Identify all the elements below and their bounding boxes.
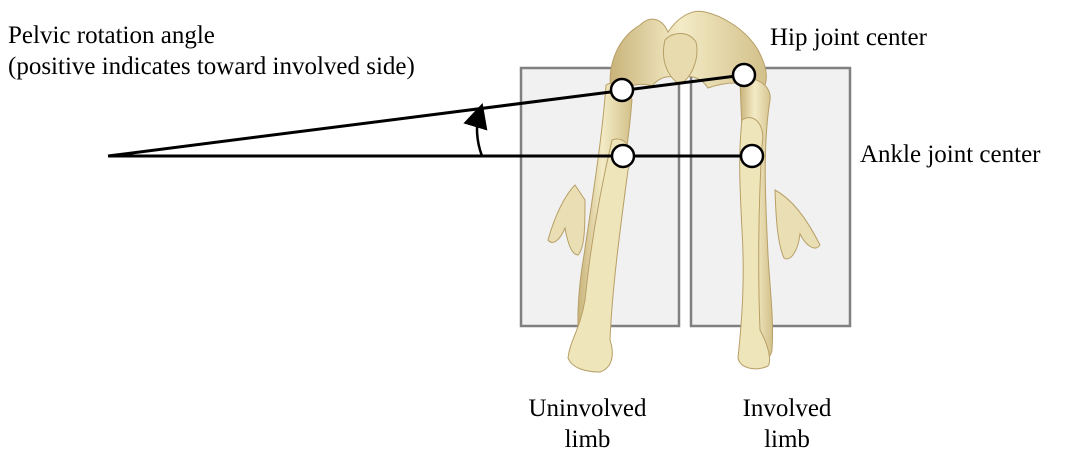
involved-limb-label-line1: Involved — [712, 393, 862, 424]
hip-joint-center-label: Hip joint center — [770, 22, 927, 53]
involved-limb-label-line2: limb — [712, 424, 862, 455]
pelvic-rotation-note: (positive indicates toward involved side… — [8, 51, 415, 82]
ankle-joint-center-label: Ankle joint center — [860, 139, 1041, 170]
involved-limb-label: Involved limb — [712, 393, 862, 455]
pelvic-rotation-title: Pelvic rotation angle — [8, 20, 415, 51]
uninvolved-limb-label: Uninvolved limb — [510, 393, 665, 455]
uninvolved-ankle-joint-marker — [612, 145, 634, 167]
involved-ankle-joint-marker — [741, 145, 763, 167]
uninvolved-hip-joint-marker — [611, 79, 633, 101]
uninvolved-limb-label-line2: limb — [510, 424, 665, 455]
angle-arc-arrow — [477, 115, 482, 156]
pelvic-rotation-angle-label: Pelvic rotation angle (positive indicate… — [8, 20, 415, 82]
involved-hip-joint-marker — [733, 64, 755, 86]
uninvolved-limb-label-line1: Uninvolved — [510, 393, 665, 424]
